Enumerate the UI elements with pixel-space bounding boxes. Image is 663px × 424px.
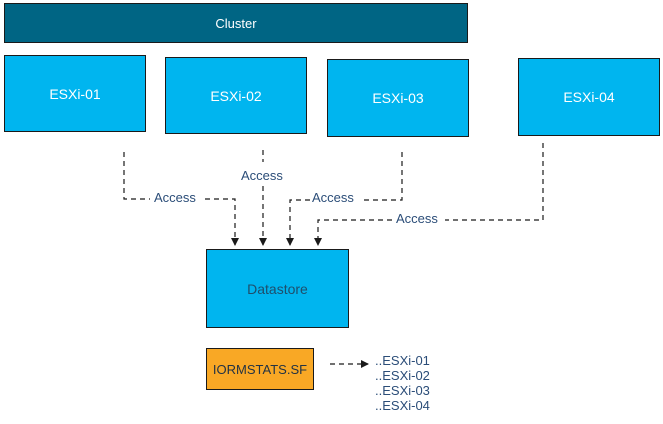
datastore-label: Datastore bbox=[247, 280, 308, 297]
datastore-box: Datastore bbox=[206, 249, 349, 328]
connector-esxi-01 bbox=[123, 152, 150, 200]
host-esxi-01: ESXi-01 bbox=[4, 55, 146, 132]
connector-esxi-04-arrow bbox=[314, 219, 392, 246]
access-label-esxi-03: Access bbox=[312, 190, 354, 205]
stats-file-box: IORMSTATS.SF bbox=[206, 348, 314, 390]
host-esxi-03: ESXi-03 bbox=[327, 59, 469, 137]
stats-entry: ..ESXi-01 bbox=[375, 353, 430, 368]
connector-esxi-03 bbox=[362, 152, 403, 201]
host-label: ESXi-01 bbox=[49, 85, 101, 102]
stats-entry-list: ..ESXi-01 ..ESXi-02 ..ESXi-03 ..ESXi-04 bbox=[375, 353, 430, 413]
connector-esxi-04 bbox=[445, 143, 544, 221]
connector-esxi-03-arrow bbox=[286, 199, 310, 246]
access-label-esxi-01: Access bbox=[154, 190, 196, 205]
host-label: ESXi-02 bbox=[210, 87, 262, 104]
access-label-esxi-04: Access bbox=[396, 211, 438, 226]
stats-entry: ..ESXi-03 bbox=[375, 383, 430, 398]
connector-esxi-01-arrow bbox=[205, 198, 239, 246]
host-label: ESXi-04 bbox=[563, 89, 615, 105]
stats-entry: ..ESXi-02 bbox=[375, 368, 430, 383]
host-label: ESXi-03 bbox=[372, 90, 424, 106]
access-label-esxi-02: Access bbox=[241, 168, 283, 183]
host-esxi-02: ESXi-02 bbox=[165, 57, 307, 134]
stats-entry: ..ESXi-04 bbox=[375, 398, 430, 413]
host-esxi-04: ESXi-04 bbox=[518, 58, 660, 136]
stats-file-label: IORMSTATS.SF bbox=[212, 361, 308, 377]
cluster-box: Cluster bbox=[4, 3, 468, 43]
cluster-label: Cluster bbox=[215, 15, 257, 31]
